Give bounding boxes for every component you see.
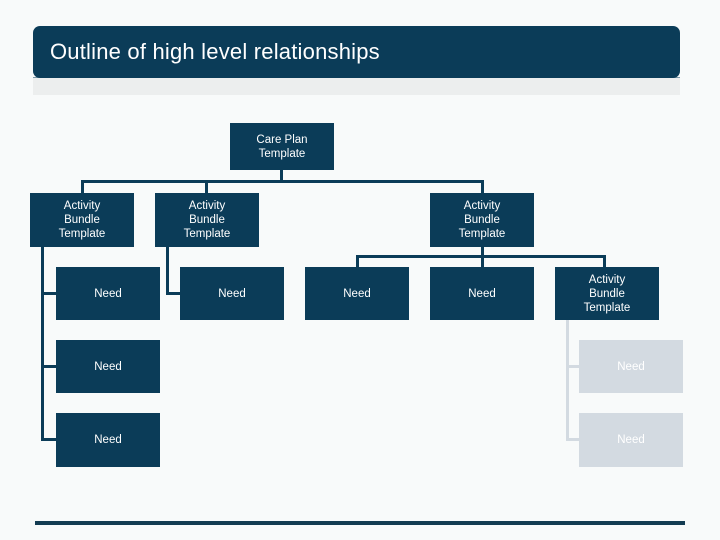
node-label: Activity Bundle Template [58,200,106,240]
connector-branch-3-drop-1 [356,255,359,268]
node-label: Care Plan Template [256,133,308,160]
connector-branch-4-spine [566,320,569,441]
node-label: Need [617,360,645,373]
connector-branch-4-stub-1 [566,365,580,368]
connector-branch-2-spine [166,247,169,295]
connector-branch-4-stub-2 [566,438,580,441]
node-need-b1-2[interactable]: Need [56,340,160,393]
connector-branch-3-drop-2 [481,255,484,268]
node-label: Need [94,287,122,300]
node-need-b4-2[interactable]: Need [579,413,683,467]
node-label: Need [218,287,246,300]
node-label: Activity Bundle Template [183,200,231,240]
page-title: Outline of high level relationships [50,39,380,64]
node-activity-bundle-template-4[interactable]: Activity Bundle Template [555,267,659,320]
connector-branch-1-stub-3 [41,438,56,441]
connector-branch-1-stub-1 [41,292,56,295]
node-need-b4-1[interactable]: Need [579,340,683,393]
node-label: Need [343,287,371,300]
node-label: Need [94,434,122,446]
footer-rule [35,521,685,525]
node-activity-bundle-template-3[interactable]: Activity Bundle Template [430,193,534,247]
node-label: Activity Bundle Template [458,200,506,240]
connector-level1-rail [81,180,484,183]
connector-branch-1-stub-2 [41,365,56,368]
title-bar: Outline of high level relationships [33,26,680,78]
connector-drop-branch-1 [81,180,84,194]
connector-drop-branch-3 [481,180,484,194]
node-need-b3-1[interactable]: Need [305,267,409,320]
connector-root-stem [280,170,283,182]
title-shadow-band [33,78,680,95]
connector-branch-3-stem [481,247,484,257]
node-label: Need [94,360,122,373]
connector-branch-3-drop-3 [603,255,606,268]
node-label: Need [617,434,645,446]
node-need-b1-3[interactable]: Need [56,413,160,467]
node-activity-bundle-template-2[interactable]: Activity Bundle Template [155,193,259,247]
node-need-b3-2[interactable]: Need [430,267,534,320]
node-label: Activity Bundle Template [583,273,631,314]
node-activity-bundle-template-1[interactable]: Activity Bundle Template [30,193,134,247]
node-care-plan-template[interactable]: Care Plan Template [230,123,334,170]
connector-branch-1-spine [41,247,44,441]
node-need-b2-1[interactable]: Need [180,267,284,320]
connector-branch-2-stub-1 [166,292,180,295]
node-label: Need [468,287,496,300]
node-need-b1-1[interactable]: Need [56,267,160,320]
connector-drop-branch-2 [205,180,208,194]
